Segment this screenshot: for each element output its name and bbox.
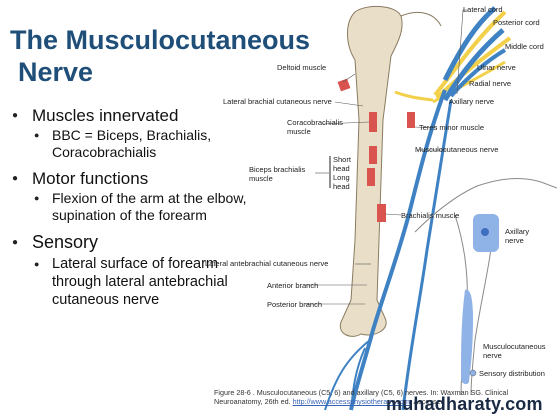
label-short-1: Short	[333, 155, 352, 164]
teres-minor-mark	[407, 112, 415, 128]
label-brachialis-muscle: Brachialis muscle	[401, 211, 459, 220]
label-axillary-2b: nerve	[505, 236, 524, 245]
posterior-cord-blue	[442, 28, 505, 102]
sensory-legend-swatch	[469, 369, 477, 377]
bullet-sensory: Sensory	[12, 232, 262, 253]
musculocutaneous-sensory-area	[461, 289, 473, 385]
brachialis-mark	[377, 204, 386, 222]
sub-bullet-lateral: Lateral surface of forearm through later…	[12, 255, 262, 309]
anatomy-figure: Lateral cord Posterior cord Middle cord …	[205, 5, 557, 411]
label-lateral-antebrachial: Lateral antebrachial cutaneous nerve	[205, 259, 328, 268]
label-teres-minor: Teres minor muscle	[419, 123, 484, 132]
caption-after: . Accessed	[409, 397, 445, 406]
label-posterior-cord: Posterior cord	[493, 18, 540, 27]
label-biceps-2: muscle	[249, 174, 273, 183]
bullet-list: Muscles innervated BBC = Biceps, Brachia…	[12, 106, 262, 313]
label-middle-cord: Middle cord	[505, 42, 544, 51]
watermark-logo: muhadharaty.com	[386, 394, 543, 414]
coracobrachialis-mark	[369, 112, 377, 132]
label-sensory-distribution: Sensory distribution	[479, 369, 545, 378]
musculocutaneous-nerve-path	[349, 89, 447, 411]
label-musculocutaneous-nerve: Musculocutaneous nerve	[415, 145, 498, 154]
caption-text: Figure 28-6 . Musculocutaneous (C5, 6) a…	[214, 388, 509, 406]
label-coracobrachialis-2: muscle	[287, 127, 311, 136]
leader-lines	[305, 9, 468, 305]
label-axillary-2a: Axillary	[505, 227, 529, 236]
axillary-yellow	[394, 90, 434, 102]
label-lateral-cord: Lateral cord	[463, 5, 503, 14]
label-ulnar-nerve: Ulnar nerve	[477, 63, 516, 72]
label-musculocutaneous-2b: nerve	[483, 351, 502, 360]
label-anterior-branch: Anterior branch	[267, 281, 318, 290]
label-long-2: head	[333, 182, 350, 191]
sub-bullet-bbc: BBC = Biceps, Brachialis, Coracobrachial…	[12, 127, 262, 161]
label-coracobrachialis-1: Coracobrachialis	[287, 118, 343, 127]
sub-bullet-flexion: Flexion of the arm at the elbow, supinat…	[12, 190, 262, 224]
arm-outline	[414, 178, 557, 396]
label-biceps-1: Biceps brachialis	[249, 165, 306, 174]
deltoid-muscle-mark	[337, 78, 351, 92]
biceps-short-mark	[369, 146, 377, 164]
caption-link[interactable]: http://www.accessphysiotherapy.com	[292, 397, 410, 406]
title-line-1: The Musculocutaneous	[10, 25, 311, 55]
middle-cord-blue	[449, 48, 507, 98]
label-radial-nerve: Radial nerve	[469, 79, 511, 88]
label-short-2: head	[333, 164, 350, 173]
biceps-long-mark	[367, 168, 375, 186]
scapula-outline	[400, 11, 442, 27]
anterior-branch-path	[324, 339, 371, 411]
cord-yellow-1	[433, 10, 507, 97]
cord-yellow-3	[432, 60, 506, 104]
median-nerve-path	[401, 99, 453, 411]
bullet-motor: Motor functions	[12, 169, 262, 188]
label-deltoid-muscle: Deltoid muscle	[277, 63, 326, 72]
slide-title: The Musculocutaneous Nerve	[10, 24, 350, 88]
bullet-muscles: Muscles innervated	[12, 106, 262, 125]
lateral-cord-blue	[442, 6, 497, 82]
figure-caption: Figure 28-6 . Musculocutaneous (C5, 6) a…	[214, 388, 554, 406]
posterior-branch-path	[350, 347, 366, 411]
label-long-1: Long	[333, 173, 350, 182]
label-posterior-branch: Posterior branch	[267, 300, 322, 309]
label-lateral-brachial: Lateral brachial cutaneous nerve	[223, 97, 332, 106]
label-axillary-nerve: Axillary nerve	[449, 97, 494, 106]
title-line-2: Nerve	[18, 57, 94, 87]
axillary-sensory-dot	[481, 228, 489, 236]
label-musculocutaneous-2a: Musculocutaneous	[483, 342, 546, 351]
